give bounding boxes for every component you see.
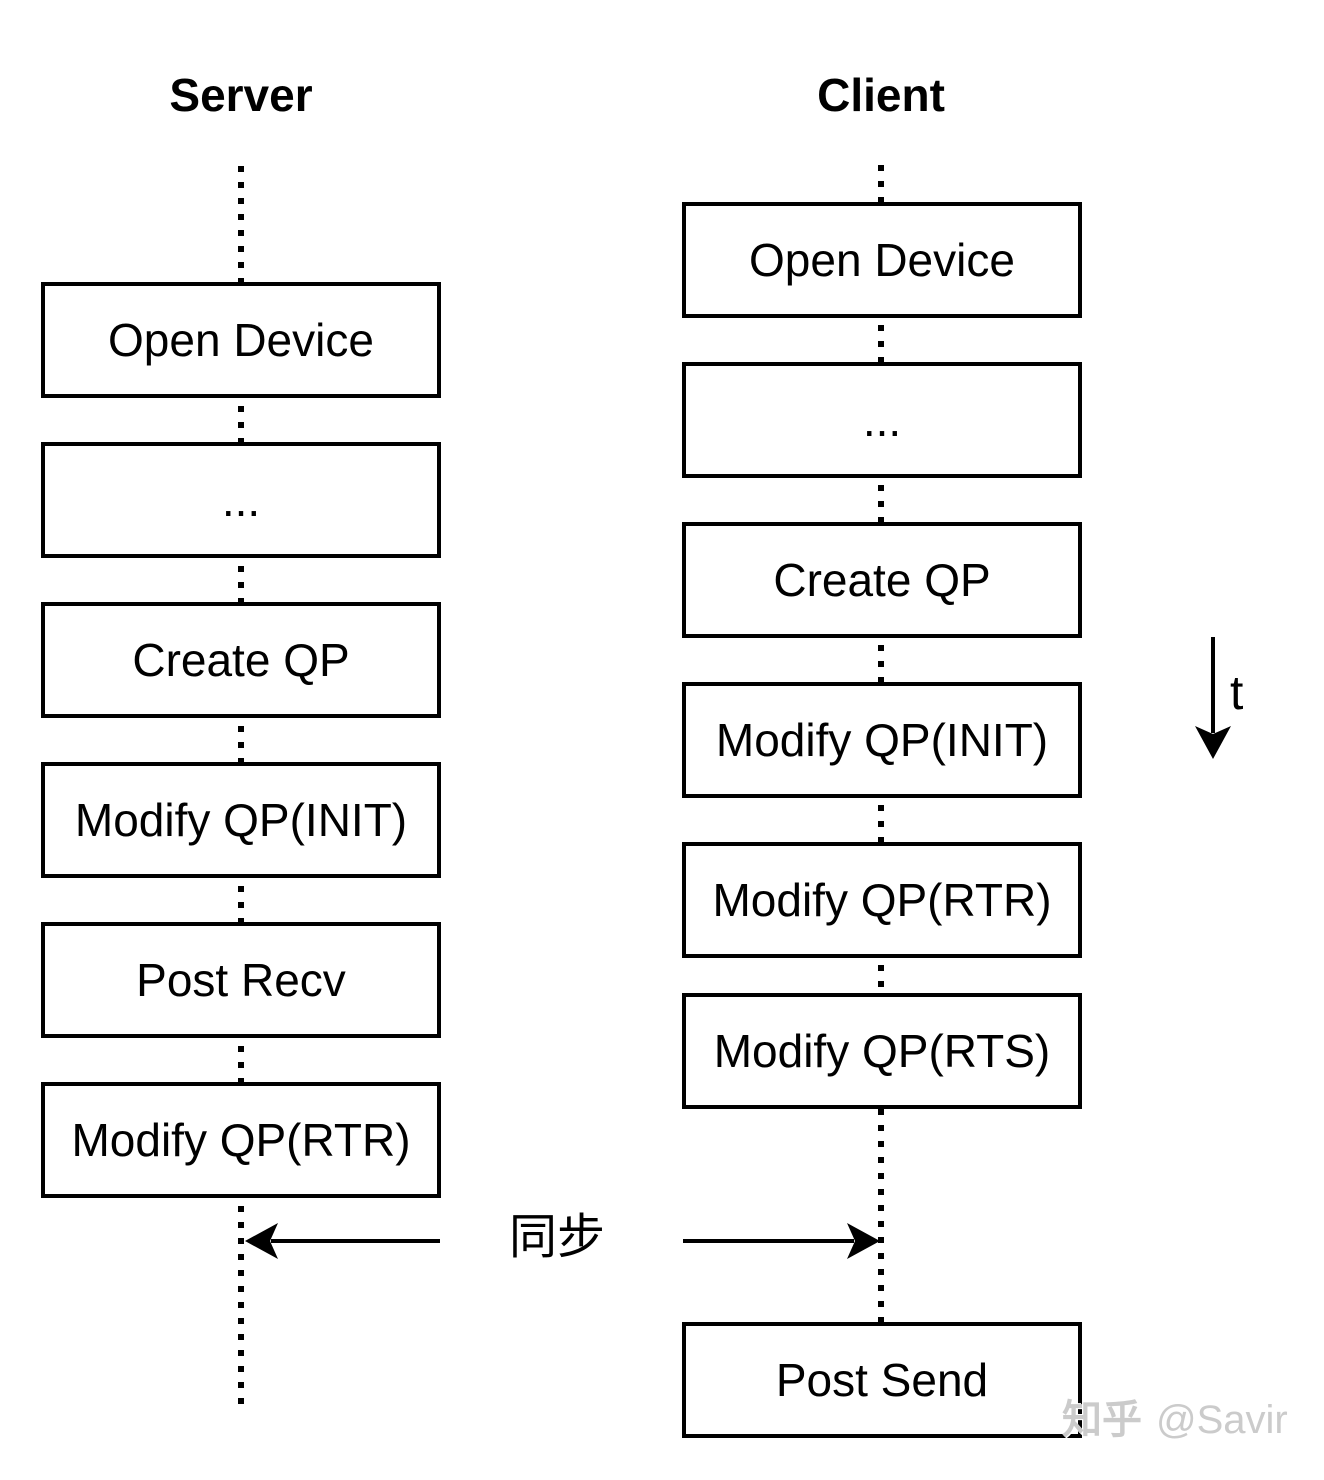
client-step-box: Modify QP(RTR) — [682, 842, 1082, 958]
time-axis-label: t — [1230, 667, 1244, 720]
client-step-label: Create QP — [773, 554, 991, 606]
client-step-box: Create QP — [682, 522, 1082, 638]
watermark-handle: @Savir — [1156, 1398, 1288, 1442]
server-step-box: Post Recv — [41, 922, 441, 1038]
client-step-box: ... — [682, 362, 1082, 478]
watermark-brand: 知乎 — [1062, 1398, 1142, 1442]
client-step-label: Open Device — [749, 234, 1015, 286]
server-column-title: Server — [169, 69, 313, 121]
client-step-box: Modify QP(RTS) — [682, 993, 1082, 1109]
sync-arrow-to-client — [683, 1223, 880, 1259]
server-step-box: Open Device — [41, 282, 441, 398]
server-step-label: Post Recv — [136, 954, 346, 1006]
client-step-label: Modify QP(INIT) — [715, 714, 1049, 766]
server-step-box: Modify QP(INIT) — [41, 762, 441, 878]
time-arrow — [1195, 637, 1231, 759]
client-step-label: Modify QP(RTR) — [712, 874, 1052, 926]
watermark: 知乎 @Savir — [1062, 1400, 1288, 1440]
client-step-label: Post Send — [775, 1354, 989, 1406]
client-column-title: Client — [817, 69, 945, 121]
server-step-label: Modify QP(INIT) — [74, 794, 408, 846]
client-step-box: Modify QP(INIT) — [682, 682, 1082, 798]
server-step-box: Modify QP(RTR) — [41, 1082, 441, 1198]
client-step-box: Post Send — [682, 1322, 1082, 1438]
server-step-label: Modify QP(RTR) — [71, 1114, 411, 1166]
server-step-label: ... — [221, 474, 261, 526]
server-step-label: Create QP — [132, 634, 350, 686]
server-step-label: Open Device — [108, 314, 374, 366]
sync-label: 同步 — [509, 1211, 606, 1264]
sync-arrow-to-server — [245, 1223, 440, 1259]
server-step-box: Create QP — [41, 602, 441, 718]
client-step-box: Open Device — [682, 202, 1082, 318]
server-step-box: ... — [41, 442, 441, 558]
client-step-label: Modify QP(RTS) — [713, 1025, 1051, 1077]
client-step-label: ... — [862, 394, 902, 446]
